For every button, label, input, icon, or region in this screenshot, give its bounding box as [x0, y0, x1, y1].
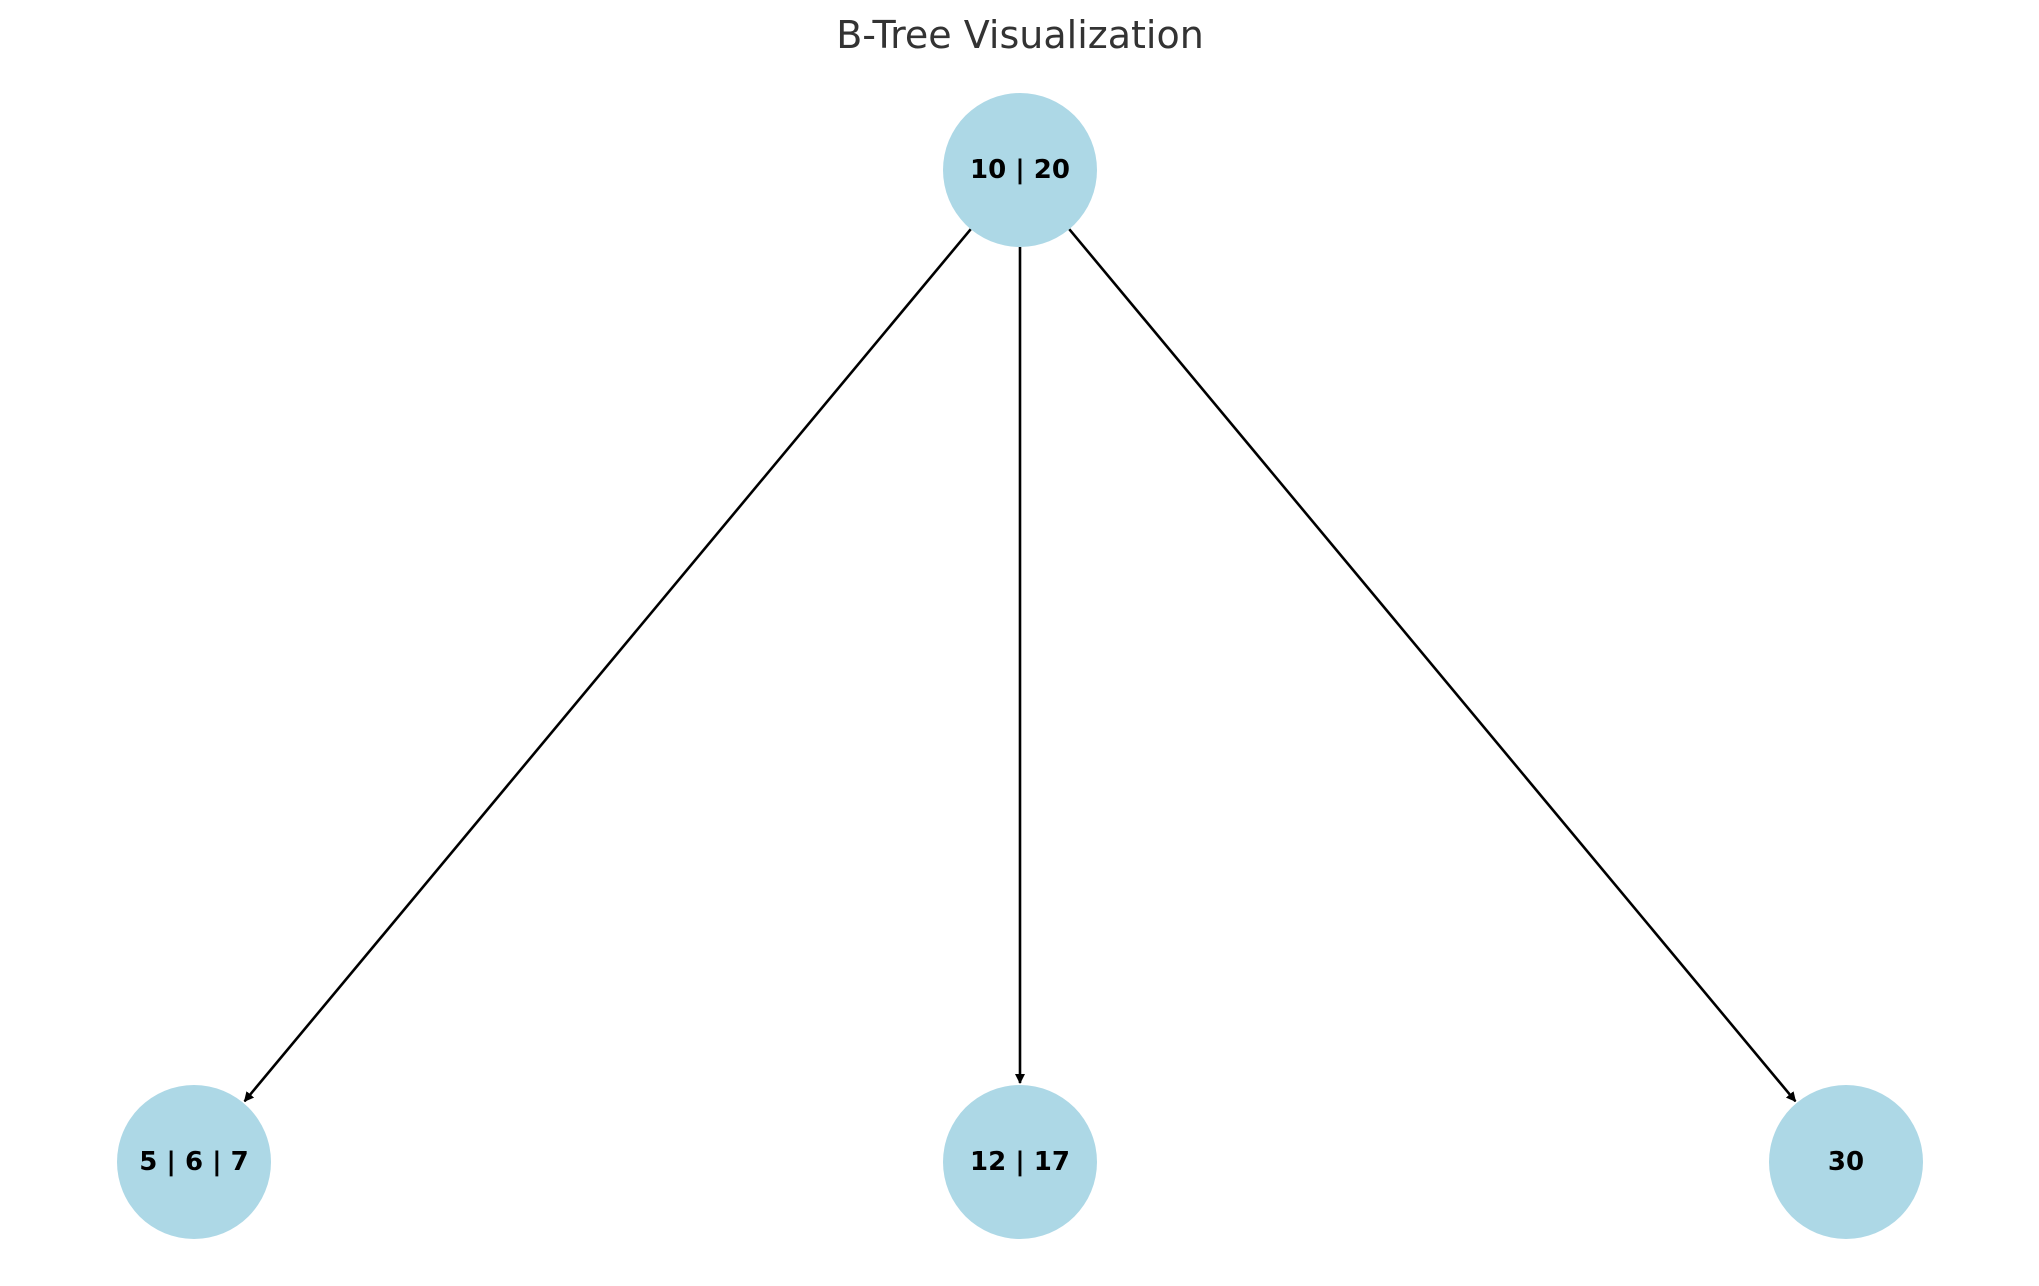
node-label: 5 | 6 | 7: [139, 1147, 248, 1177]
tree-node-left: 5 | 6 | 7: [117, 1085, 271, 1239]
edges-layer: [243, 228, 1797, 1103]
node-label: 30: [1828, 1147, 1864, 1177]
edge-root-to-right: [1068, 228, 1797, 1103]
node-label: 12 | 17: [970, 1147, 1070, 1177]
edge-root-to-left: [243, 228, 972, 1103]
tree-node-right: 30: [1769, 1085, 1923, 1239]
node-circle: [1769, 1085, 1923, 1239]
nodes-layer: 10 | 20 5 | 6 | 7 12 | 17 30: [117, 93, 1923, 1239]
node-label: 10 | 20: [970, 155, 1070, 185]
diagram-title: B-Tree Visualization: [836, 13, 1204, 57]
tree-node-root: 10 | 20: [943, 93, 1097, 247]
node-circle: [943, 1085, 1097, 1239]
node-circle: [943, 93, 1097, 247]
tree-node-middle: 12 | 17: [943, 1085, 1097, 1239]
node-circle: [117, 1085, 271, 1239]
